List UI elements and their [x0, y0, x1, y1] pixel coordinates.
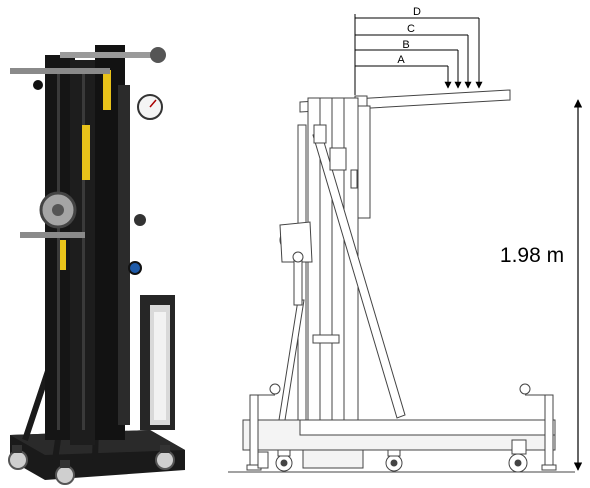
technical-drawing: D C B A 1.98 m	[228, 6, 583, 473]
dimension-label-d: D	[413, 6, 421, 18]
winch-icon	[20, 191, 146, 275]
winch-housing	[279, 221, 313, 263]
outrigger-post-right	[544, 394, 554, 471]
base-upper-rail	[299, 419, 556, 436]
lift-photo	[8, 45, 185, 485]
winch-handle	[293, 259, 303, 306]
dimension-lines	[354, 14, 483, 95]
caster-wheels	[257, 439, 528, 473]
warning-labels	[60, 70, 111, 270]
caster-wheels	[8, 445, 175, 485]
telescopic-mast	[45, 45, 130, 445]
mast-rail	[357, 105, 371, 219]
dimension-label-b: B	[402, 39, 409, 51]
gauge-icon	[137, 94, 163, 120]
dimension-label-c: C	[407, 23, 415, 35]
outrigger-post-left	[249, 394, 259, 471]
load-bar	[10, 47, 166, 90]
height-label: 1.98 m	[500, 244, 564, 267]
dimension-label-a: A	[397, 54, 405, 66]
